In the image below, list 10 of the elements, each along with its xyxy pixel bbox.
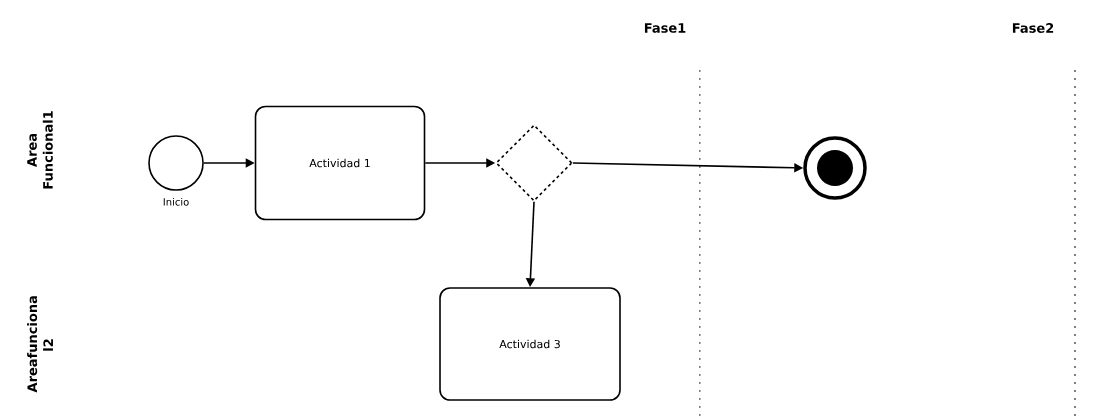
node-caption: Inicio: [163, 197, 189, 206]
phase-label: Fase2: [1012, 23, 1054, 33]
start-event-circle: [148, 135, 204, 191]
lane-label: Area Funcional1: [27, 111, 53, 189]
phase-label: Fase1: [644, 23, 686, 33]
end-event-circle: [803, 136, 867, 200]
activity-box: Actividad 3: [439, 287, 621, 401]
lane-label: Areafunciona l2: [27, 296, 53, 393]
activity-box: Actividad 1: [254, 105, 426, 221]
gateway-diamond: [495, 124, 573, 202]
